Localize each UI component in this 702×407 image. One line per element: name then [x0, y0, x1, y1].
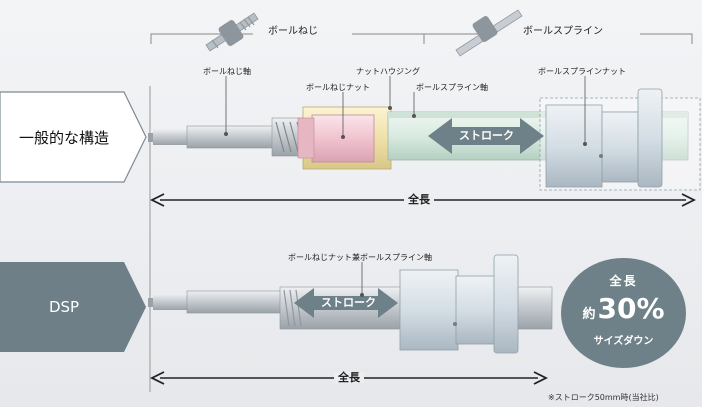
bottom-stroke-label: ストローク — [321, 296, 376, 309]
bottom-row-title: DSP — [48, 298, 80, 316]
top-screw-nut — [297, 114, 375, 163]
badge-line1: 全長 — [609, 274, 638, 288]
top-screw-shaft — [148, 117, 313, 157]
bottom-row-arrow — [0, 262, 146, 352]
top-spline-nut — [545, 88, 663, 188]
label-screw-shaft: ボールねじ軸 — [203, 67, 251, 76]
top-total-length-label: 全長 — [404, 194, 434, 205]
badge-prefix: 約 — [582, 307, 596, 322]
header-bracket-ball-spline — [423, 33, 693, 44]
top-leader-lines — [223, 76, 588, 146]
bottom-stroke-arrow — [294, 288, 398, 318]
label-combined-shaft: ボールねじナット兼ボールスプライン軸 — [288, 253, 432, 262]
size-down-badge: 全長 約 30% サイズダウン — [561, 258, 686, 368]
badge-line3: サイズダウン — [593, 336, 654, 347]
label-spline-shaft: ボールスプライン軸 — [416, 83, 488, 92]
top-row-arrow — [0, 91, 147, 183]
bottom-screw-shaft — [148, 290, 283, 314]
bottom-spline-nut — [399, 254, 519, 354]
top-stroke-label: ストローク — [459, 129, 514, 142]
label-nut-housing: ナットハウジング — [356, 67, 420, 76]
label-screw-nut: ボールねじナット — [306, 83, 370, 92]
badge-value: 30% — [597, 292, 665, 325]
ball-screw-icon — [205, 12, 259, 52]
header-ball-screw: ボールねじ — [268, 26, 318, 37]
top-stroke-arrow — [428, 118, 544, 154]
ball-spline-icon — [455, 9, 523, 57]
top-row-title: 一般的な構造 — [18, 128, 109, 147]
badge-line2: 約 30% — [561, 292, 686, 325]
header-ball-spline: ボールスプライン — [523, 26, 603, 37]
footnote: ※ストローク50mm時(当社比) — [548, 393, 659, 402]
bottom-total-length-label: 全長 — [334, 372, 364, 383]
label-spline-nut: ボールスプラインナット — [538, 67, 626, 76]
bottom-leader-line — [359, 262, 364, 297]
